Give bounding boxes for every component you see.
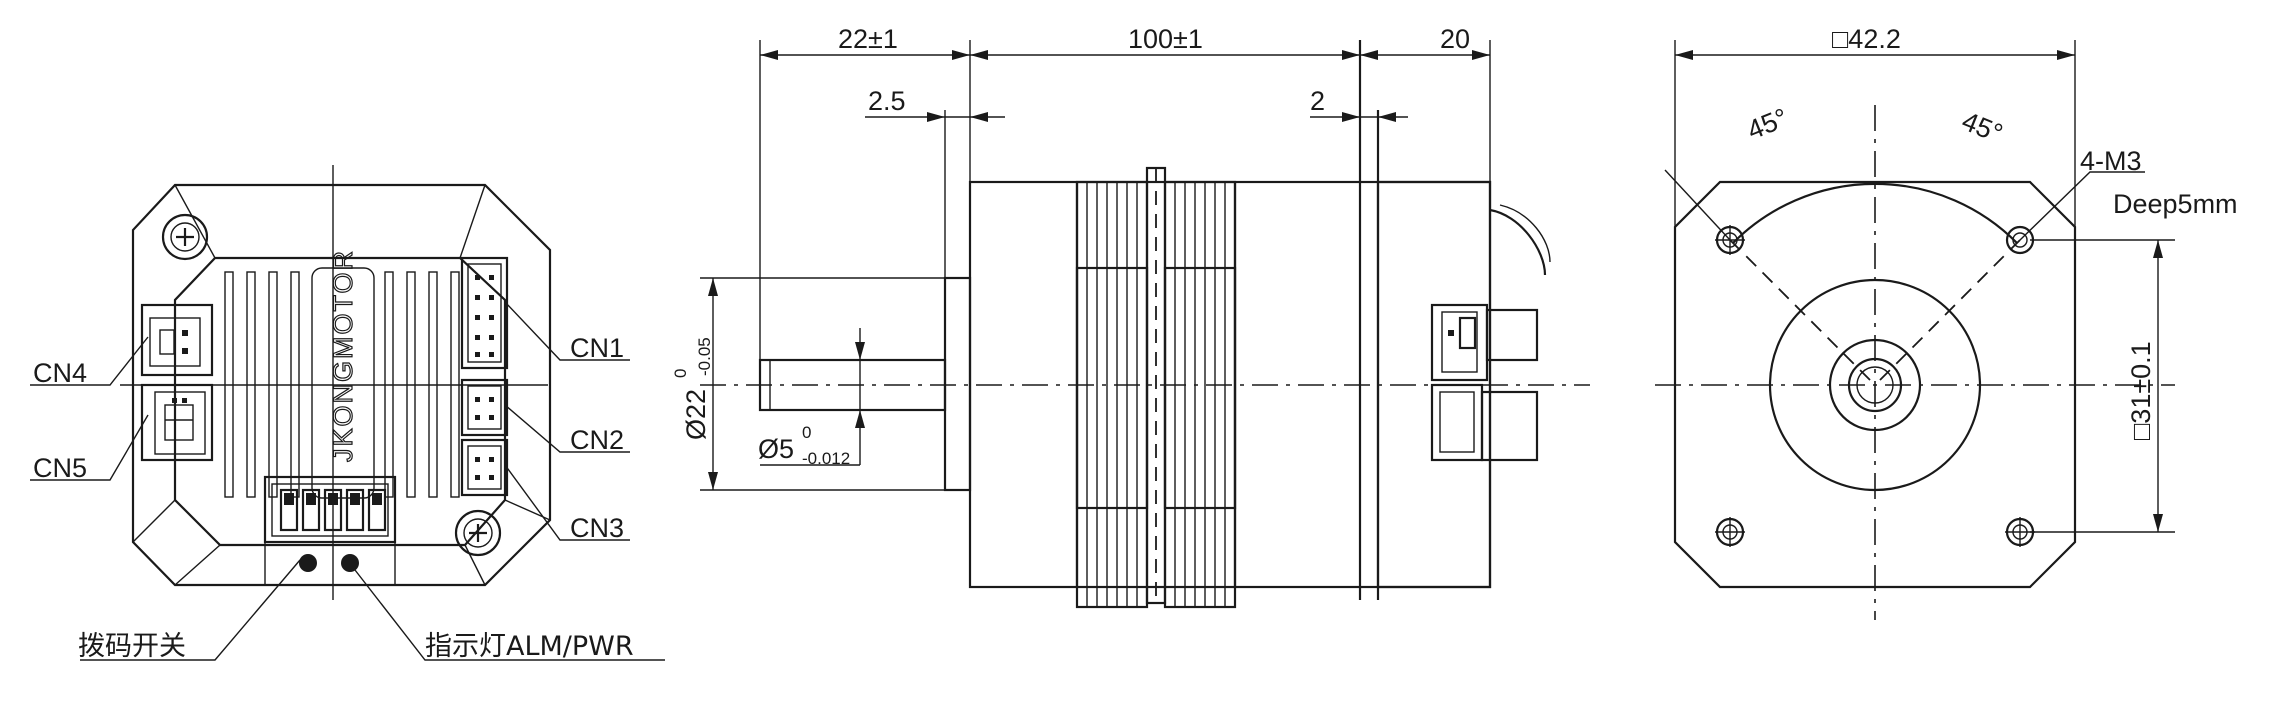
label-cn3: CN3 (570, 513, 624, 543)
lamination-stack (1163, 180, 1237, 609)
side-connector (1430, 303, 1539, 462)
bolt-circle-arc (1732, 182, 2018, 244)
label-indicator: 指示灯ALM/PWR (425, 631, 634, 662)
screw-icon (161, 213, 209, 261)
dim-angle-left: 45° (1743, 102, 1792, 145)
dim-pilot-diameter: Ø22 (681, 389, 711, 440)
dim-driver-length: 20 (1440, 24, 1470, 54)
end-view: □42.2 45° 45° □31±0.1 4-M3 Deep5mm (1655, 24, 2238, 620)
pilot-boss (943, 276, 972, 492)
label-cn4: CN4 (33, 358, 87, 388)
label-cn2: CN2 (570, 425, 624, 455)
flange-outline (1673, 180, 2077, 589)
leader-holes (2019, 171, 2145, 241)
dim-frame-size: □42.2 (1832, 24, 1901, 54)
cable-exit (1489, 208, 1547, 276)
connector-cn1 (460, 256, 509, 370)
lamination-stack (1075, 180, 1149, 609)
label-depth: Deep5mm (2113, 189, 2238, 219)
heat-sink-fins: JKONGMOTOR (224, 248, 460, 499)
dip-switch (263, 475, 397, 544)
side-view: 22±1 100±1 20 2.5 2 Ø22 0 -0.05 Ø5 0 -0.… (671, 24, 1590, 609)
front-view: JKONGMOTOR (30, 165, 665, 662)
dim-hole-spacing: □31±0.1 (2126, 341, 2156, 440)
label-cn5: CN5 (33, 453, 87, 483)
dim-gap: 2 (1310, 86, 1325, 116)
dim-angle-right: 45° (1958, 106, 2007, 149)
connector-cn2 (460, 378, 509, 437)
dim-body-length: 100±1 (1128, 24, 1203, 54)
dim-shaft-tol-lower: -0.012 (802, 449, 850, 468)
dim-flange-step: 2.5 (868, 86, 906, 116)
screw-icon (454, 509, 502, 557)
label-holes: 4-M3 (2080, 146, 2142, 176)
dim-pilot-tol-upper: 0 (671, 369, 690, 378)
dim-pilot-tol-lower: -0.05 (695, 337, 714, 376)
label-cn1: CN1 (570, 333, 624, 363)
label-dip-switch: 拨码开关 (78, 631, 186, 662)
led-indicator-icon (264, 541, 396, 586)
dim-shaft-tol-upper: 0 (802, 423, 811, 442)
leader-lines (30, 301, 665, 661)
logo-plate (311, 267, 375, 499)
connector-cn3 (460, 438, 509, 497)
connector-cn5 (140, 383, 214, 462)
connector-cn4 (140, 303, 214, 377)
dim-shaft-length: 22±1 (838, 24, 898, 54)
dim-shaft-diameter: Ø5 (758, 434, 794, 464)
